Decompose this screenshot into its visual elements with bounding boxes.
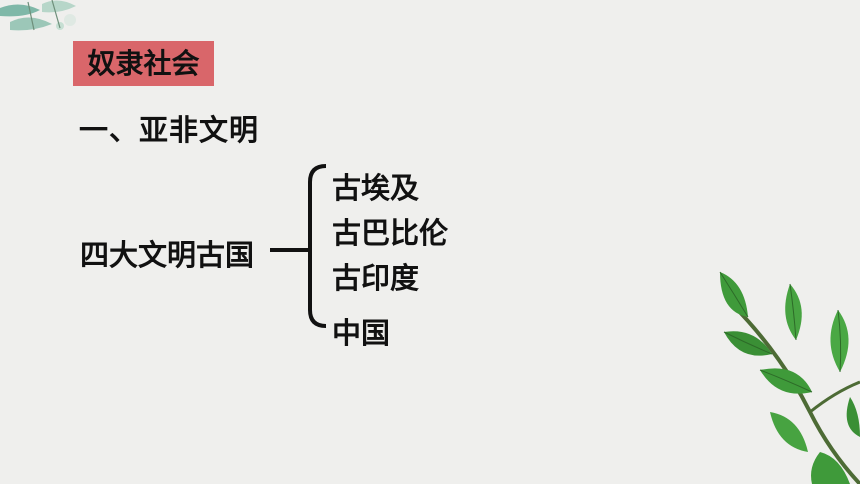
floral-decoration-topleft <box>0 0 76 31</box>
topic-label: 四大文明古国 <box>80 238 255 272</box>
brace-connector <box>270 164 327 328</box>
list-item: 古巴比伦 <box>332 216 449 250</box>
list-item: 古埃及 <box>332 171 420 205</box>
section-heading: 一、亚非文明 <box>79 113 260 147</box>
slide-title: 奴隶社会 <box>73 41 214 86</box>
leaf-branch-decoration <box>719 271 860 484</box>
list-item: 古印度 <box>332 261 420 295</box>
list-item: 中国 <box>332 316 391 350</box>
